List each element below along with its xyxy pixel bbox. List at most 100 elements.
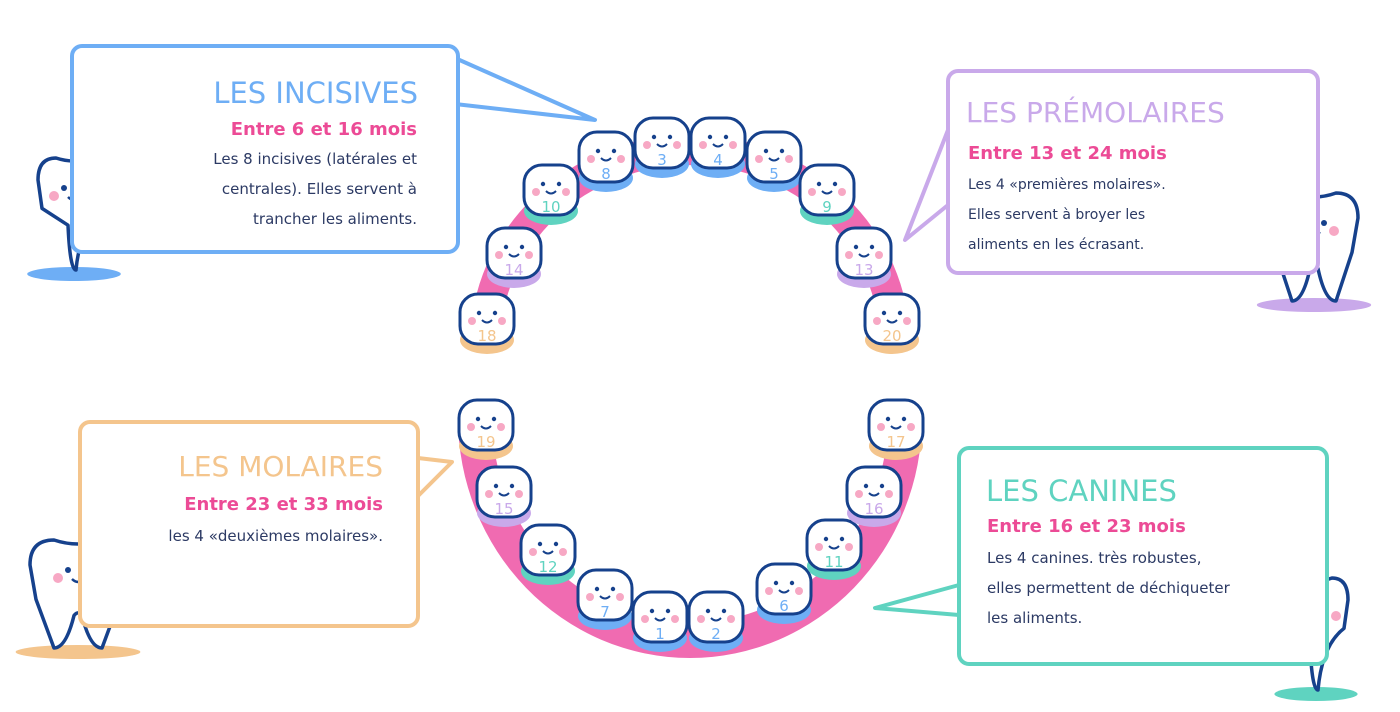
tooth: 12 [519,523,577,585]
tooth-eye [651,134,657,140]
tooth-mouth [821,190,833,195]
incisives-callout-pointer [454,56,597,122]
tooth-eye [665,608,671,614]
mascot-eye [65,567,71,573]
tooth-mouth [886,319,898,324]
tooth-cheek [485,490,493,498]
tooth: 8 [577,130,635,192]
tooth-cheek [877,423,885,431]
tooth-cheek [885,490,893,498]
tooth-cheek [673,141,681,149]
tooth: 18 [458,292,516,354]
tooth-eye [901,416,907,422]
tooth-crown [845,465,903,519]
tooth-eye [721,608,727,614]
tooth: 19 [457,398,515,460]
tooth: 3 [633,116,691,178]
tooth-mouth [858,253,870,258]
tooth-mouth [599,595,611,600]
tooth-cheek [515,490,523,498]
tooth: 6 [755,562,813,624]
tooth-cheek [616,593,624,601]
tooth-mouth [828,545,840,550]
tooth-crown [805,518,863,572]
tooth-cheek [497,423,505,431]
tooth-mouth [868,492,880,497]
tooth-cheek [467,423,475,431]
tooth-cheek [729,141,737,149]
tooth-cheek [795,587,803,595]
mascot-shadow [1274,687,1358,701]
premolaires-description: Les 4 «premières molaires». Elles serven… [968,170,1166,260]
tooth-number: 8 [601,165,611,183]
tooth-mouth [768,157,780,162]
tooth-eye [509,483,515,489]
canines-description: Les 4 canines. très robustes, elles perm… [987,543,1230,633]
mascot-eye [1321,220,1327,226]
tooth-eye [707,134,713,140]
tooth-cheek [838,188,846,196]
incisives-title: LES INCISIVES [213,76,418,110]
tooth-number: 13 [854,261,873,279]
premolaires-line: Elles servent à broyer les [968,207,1146,223]
tooth-cheek [815,543,823,551]
tooth-eye [773,580,779,586]
tooth-cheek [907,423,915,431]
tooth-cheek [587,155,595,163]
tooth-crown [755,562,813,616]
tooth-eye [763,148,769,154]
tooth-eye [897,310,903,316]
tooth-crown [689,116,747,170]
tooth-eye [611,148,617,154]
tooth-cheek [785,155,793,163]
premolaires-title: LES PRÉMOLAIRES [966,96,1225,129]
tooth-eye [492,310,498,316]
molaires-description: les 4 «deuxièmes molaires». [168,521,383,551]
incisives-line: Les 8 incisives (latérales et [213,150,417,168]
mascot-shadow [1256,298,1372,312]
tooth-crown [633,116,691,170]
tooth-cheek [532,188,540,196]
tooth: 13 [835,226,893,288]
tooth-number: 1 [655,625,665,643]
tooth: 11 [805,518,863,580]
mascot-cheek [1329,226,1339,236]
tooth-eye [476,310,482,316]
tooth-number: 5 [769,165,779,183]
tooth-cheek [855,490,863,498]
tooth-number: 6 [779,597,789,615]
premolaires-age-range: Entre 13 et 24 mois [968,143,1167,164]
tooth-cheek [845,543,853,551]
tooth-eye [885,416,891,422]
tooth-mouth [890,425,902,430]
tooth-cheek [765,587,773,595]
tooth-eye [879,483,885,489]
tooth-cheek [525,251,533,259]
tooth-crown [798,163,856,217]
tooth-cheek [903,317,911,325]
tooth-eye [789,580,795,586]
tooth: 4 [689,116,747,178]
tooth-cheek [699,141,707,149]
molaires-age-range: Entre 23 et 33 mois [184,494,383,515]
tooth-eye [823,536,829,542]
tooth-number: 4 [713,151,723,169]
tooth-cheek [468,317,476,325]
tooth-cheek [808,188,816,196]
tooth: 9 [798,163,856,225]
tooth-eye [556,181,562,187]
tooth-cheek [498,317,506,325]
tooth: 17 [867,398,925,460]
tooth-cheek [617,155,625,163]
tooth-number: 9 [822,198,832,216]
molaires-line: les 4 «deuxièmes molaires». [168,527,383,545]
tooth: 1 [631,590,689,652]
tooth-number: 12 [538,558,557,576]
tooth-number: 19 [476,433,495,451]
tooth-eye [816,181,822,187]
canines-line: elles permettent de déchiqueter [987,579,1230,597]
mascot-shadow [27,267,121,281]
tooth-cheek [643,141,651,149]
tooth-number: 14 [504,261,523,279]
tooth-eye [649,608,655,614]
